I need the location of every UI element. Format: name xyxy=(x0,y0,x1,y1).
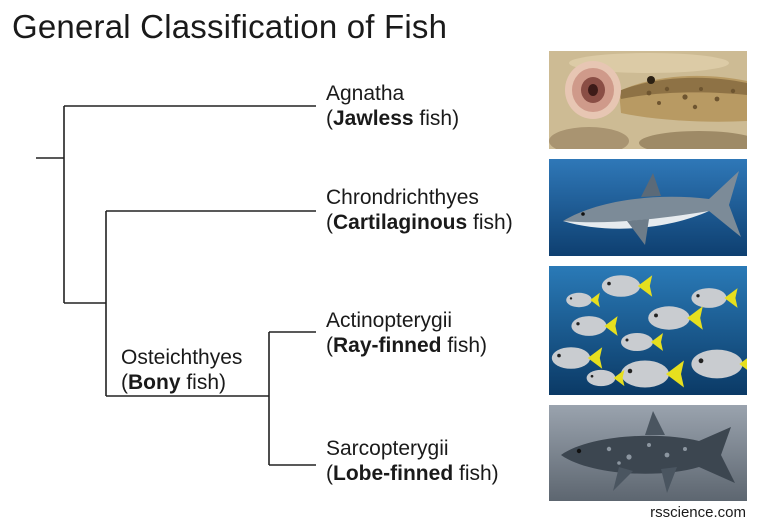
osteichthyes-name: Osteichthyes xyxy=(121,346,243,369)
sarcopterygii-label: Sarcopterygii (Lobe-finned fish) xyxy=(326,436,499,486)
agnatha-description: (Jawless fish) xyxy=(326,107,460,130)
agnatha-label: Agnatha (Jawless fish) xyxy=(326,81,459,131)
source-credit: rsscience.com xyxy=(650,504,746,521)
chondrichthyes-description: (Cartilaginous fish) xyxy=(326,211,513,234)
chondrichthyes-label: Chrondrichthyes (Cartilaginous fish) xyxy=(326,185,513,235)
chondrichthyes-name: Chrondrichthyes xyxy=(326,186,479,209)
agnatha-name: Agnatha xyxy=(326,82,405,105)
actinopterygii-label: Actinopterygii (Ray-finned fish) xyxy=(326,308,487,358)
actinopterygii-name: Actinopterygii xyxy=(326,309,453,332)
shark-photo xyxy=(549,159,747,256)
page-title: General Classification of Fish xyxy=(12,8,448,45)
actinopterygii-description: (Ray-finned fish) xyxy=(326,334,488,357)
osteichthyes-description: (Bony fish) xyxy=(121,371,227,394)
sarcopterygii-name: Sarcopterygii xyxy=(326,437,449,460)
ray-finned-fish-photo xyxy=(549,266,747,395)
lamprey-photo xyxy=(549,51,747,149)
osteichthyes-label: Osteichthyes (Bony fish) xyxy=(121,345,242,395)
sarcopterygii-description: (Lobe-finned fish) xyxy=(326,462,499,485)
lobe-finned-fish-photo xyxy=(549,405,747,501)
